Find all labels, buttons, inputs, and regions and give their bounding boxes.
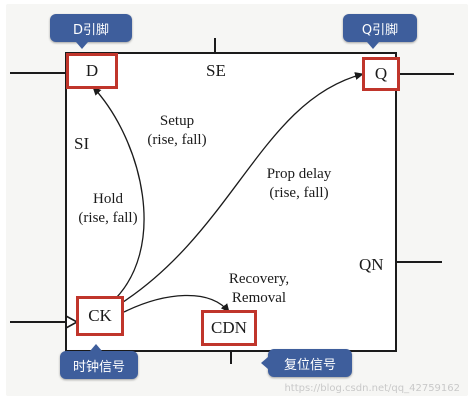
hold-title: Hold: [93, 191, 123, 207]
recovery-annotation: Recovery, Removal: [207, 270, 311, 308]
source-watermark: https://blog.csdn.net/qq_42759162: [284, 383, 460, 394]
hold-subtitle: (rise, fall): [78, 210, 138, 226]
d-pin-callout-pointer: [76, 42, 88, 49]
q-pin-box: Q: [362, 57, 400, 91]
d-pin-box: D: [66, 53, 118, 89]
hold-annotation: Hold (rise, fall): [62, 190, 154, 228]
ck-pin-box: CK: [76, 296, 124, 336]
recovery-subtitle: Removal: [231, 290, 287, 306]
recovery-removal-arc: [123, 294, 230, 313]
setup-annotation: Setup (rise, fall): [131, 112, 223, 150]
se-pin-label: SE: [206, 61, 226, 80]
clock-callout: 时钟信号: [60, 344, 138, 379]
reset-callout-text: 复位信号: [283, 357, 336, 373]
q-pin-callout: Q引脚: [343, 14, 417, 49]
setup-subtitle: (rise, fall): [147, 132, 207, 148]
q-pin-callout-pointer: [367, 42, 379, 49]
recovery-title: Recovery,: [228, 271, 290, 287]
qn-pin-label: QN: [359, 255, 384, 274]
clock-callout-pointer: [90, 344, 102, 351]
setup-title: Setup: [159, 113, 195, 129]
d-pin-callout: D引脚: [50, 14, 132, 49]
setup-hold-arc: [92, 86, 145, 305]
prop-delay-title: Prop delay: [266, 166, 332, 182]
q-pin-callout-text: Q引脚: [361, 22, 399, 38]
prop-delay-annotation: Prop delay (rise, fall): [247, 165, 351, 203]
reset-callout-pointer: [261, 357, 268, 369]
prop-delay-arc: [119, 72, 364, 305]
prop-delay-subtitle: (rise, fall): [269, 185, 329, 201]
d-pin-callout-text: D引脚: [72, 22, 109, 38]
si-pin-label: SI: [74, 134, 90, 153]
reset-callout: 复位信号: [261, 349, 352, 377]
cdn-pin-box: CDN: [201, 310, 257, 346]
clock-callout-text: 时钟信号: [72, 359, 125, 375]
